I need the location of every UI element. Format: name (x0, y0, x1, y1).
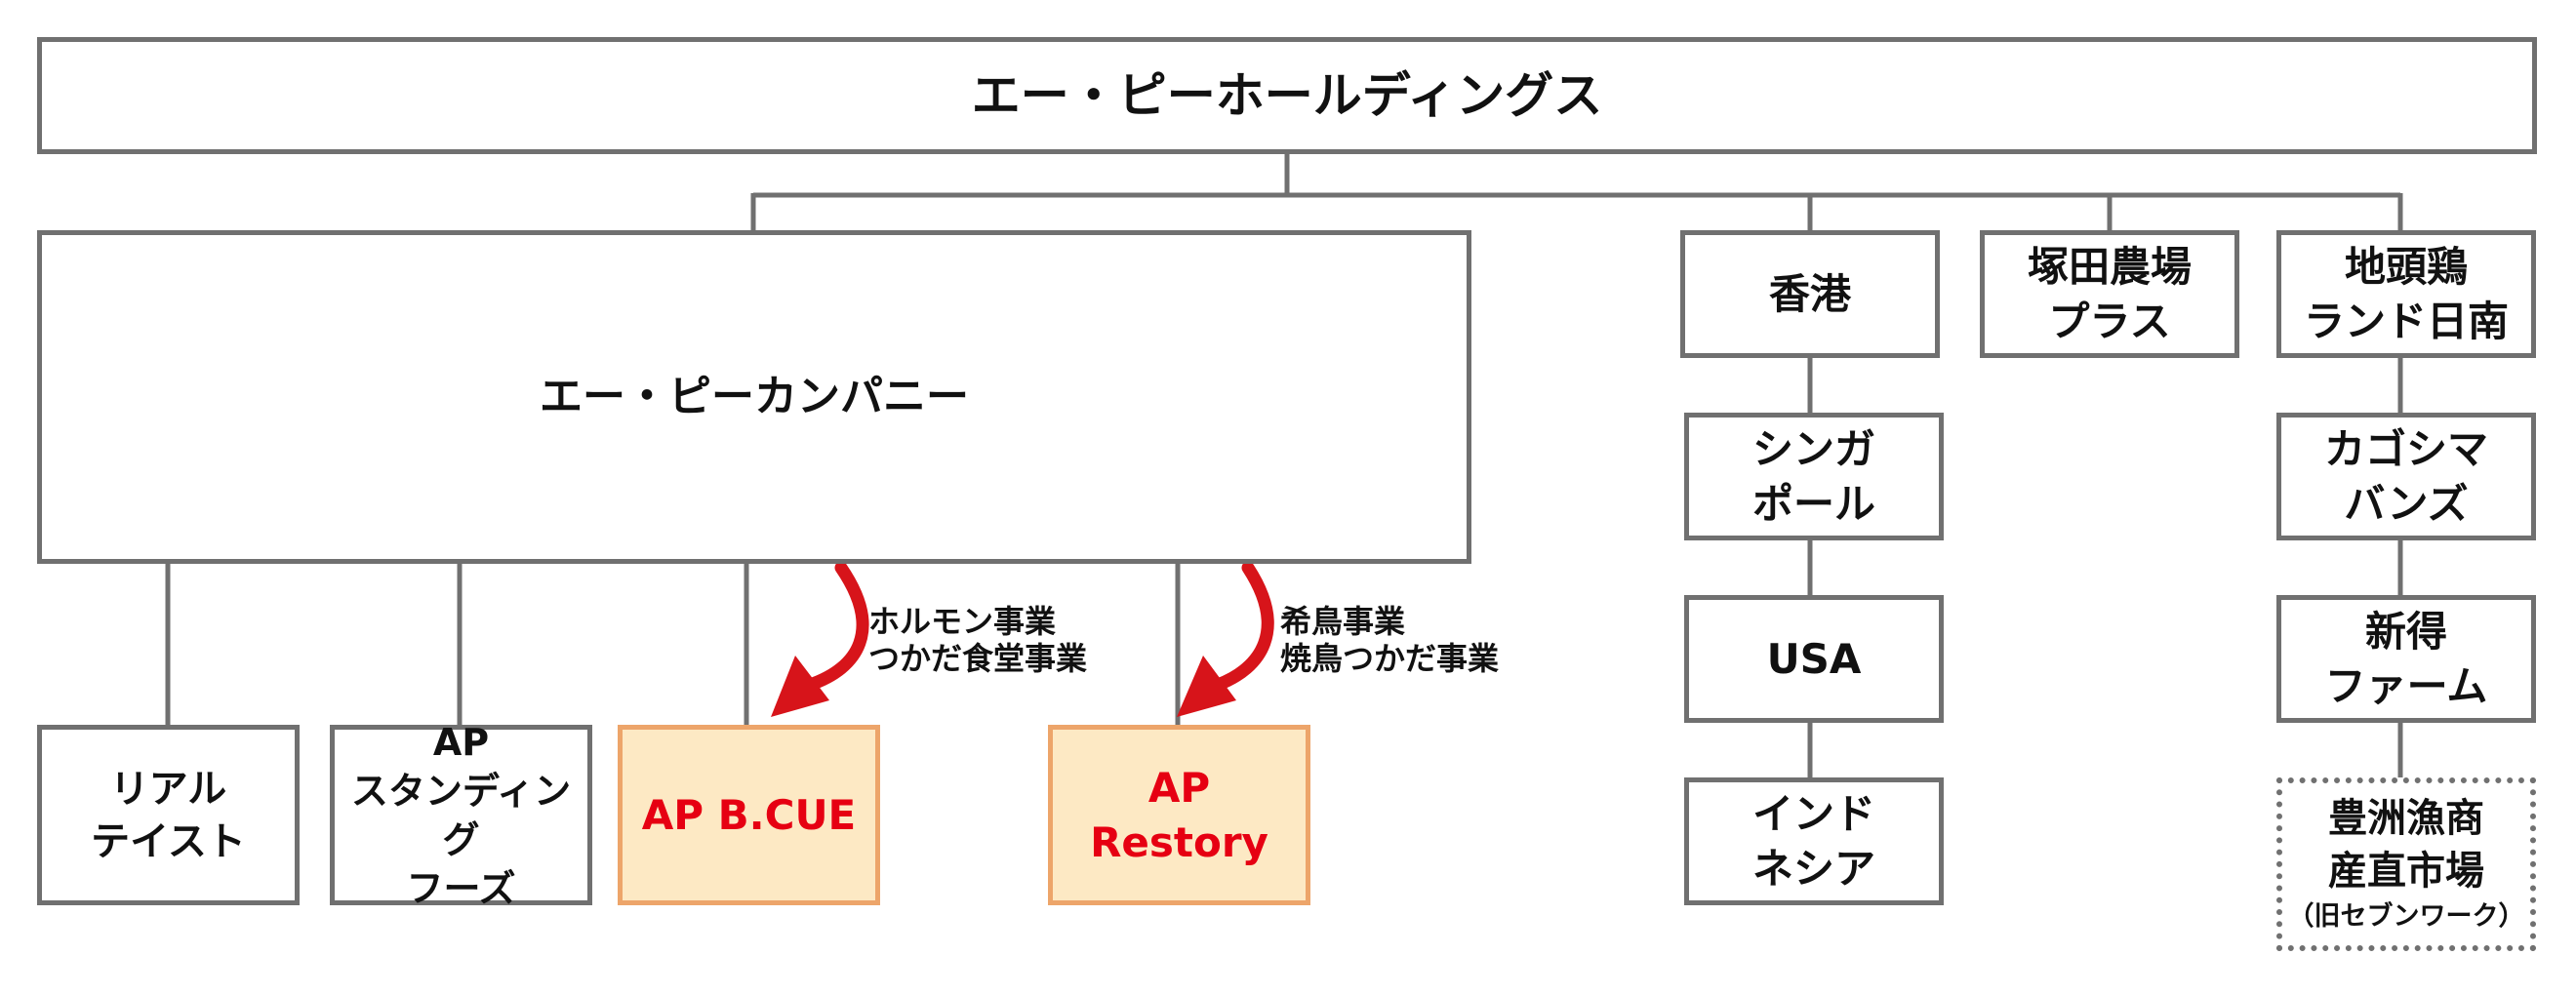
usa-box: USA (1684, 595, 1944, 723)
transfer-arrow-bcue-head (771, 656, 829, 717)
transfer-arrow-restory-shaft (1211, 561, 1274, 692)
transfer-note-bcue: ホルモン事業 つかだ食堂事業 (868, 603, 1087, 677)
transfer-note-bcue-line-1: ホルモン事業 (868, 603, 1057, 640)
ap-bcue-box: AP B.CUE (618, 725, 880, 905)
jitokko-land-nichinan-box: 地頭鶏 ランド日南 (2276, 230, 2536, 358)
toyosu-gyosho-box: 豊洲漁商 産直市場 （旧セブンワーク） (2276, 777, 2536, 951)
hongkong-label: 香港 (1768, 269, 1851, 318)
transfer-arrow-bcue-shaft (803, 561, 869, 692)
ap-standing-line-1: AP (432, 720, 490, 764)
ap-company-box: エー・ピーカンパニー (37, 230, 1471, 564)
shintoku-line-1: 新得 (2364, 607, 2447, 656)
real-taste-box: リアル テイスト (37, 725, 300, 905)
root-holdings-label: エー・ピーホールディングス (971, 67, 1603, 124)
jitokko-line-2: ランド日南 (2303, 297, 2509, 345)
usa-label: USA (1766, 634, 1862, 683)
transfer-arrow-restory-head (1177, 656, 1236, 717)
ap-standing-line-2: スタンディング (350, 769, 572, 861)
transfer-note-restory: 希鳥事業 焼鳥つかだ事業 (1280, 603, 1499, 677)
shintoku-line-2: ファーム (2324, 661, 2488, 710)
jitokko-line-1: 地頭鶏 (2344, 242, 2468, 291)
transfer-note-bcue-line-2: つかだ食堂事業 (868, 640, 1088, 677)
ap-restory-label: AP Restory (1090, 763, 1268, 866)
singapore-box: シンガ ポール (1684, 413, 1944, 540)
ap-company-label: エー・ピーカンパニー (540, 372, 969, 421)
root-holdings-box: エー・ピーホールディングス (37, 37, 2537, 154)
toyosu-line-2: 産直市場 (2328, 849, 2484, 894)
toyosu-former-name-note: （旧セブンワーク） (2287, 901, 2525, 932)
hongkong-box: 香港 (1680, 230, 1940, 358)
ap-restory-box: AP Restory (1048, 725, 1310, 905)
ap-standing-line-3: フーズ (406, 866, 516, 910)
real-taste-line-2: テイスト (91, 818, 246, 864)
tsukada-line-2: プラス (2048, 297, 2171, 345)
transfer-note-restory-line-1: 希鳥事業 (1280, 603, 1406, 640)
singapore-line-2: ポール (1751, 479, 1875, 528)
transfer-note-restory-line-2: 焼鳥つかだ事業 (1280, 640, 1500, 677)
real-taste-line-1: リアル (109, 766, 227, 812)
ap-standing-foods-box: AP スタンディング フーズ (330, 721, 592, 910)
indonesia-line-1: インド (1751, 789, 1875, 838)
ap-bcue-label: AP B.CUE (641, 790, 857, 839)
toyosu-line-1: 豊洲漁商 (2328, 796, 2484, 841)
indonesia-box: インド ネシア (1684, 777, 1944, 905)
tsukada-farm-plus-box: 塚田農場 プラス (1980, 230, 2239, 358)
singapore-line-1: シンガ (1751, 424, 1875, 473)
tsukada-line-1: 塚田農場 (2027, 242, 2192, 291)
indonesia-line-2: ネシア (1751, 844, 1875, 893)
kagoshima-line-2: バンズ (2344, 479, 2469, 528)
kagoshima-buns-box: カゴシマ バンズ (2276, 413, 2536, 540)
kagoshima-line-1: カゴシマ (2323, 424, 2488, 473)
shintoku-farm-box: 新得 ファーム (2276, 595, 2536, 723)
